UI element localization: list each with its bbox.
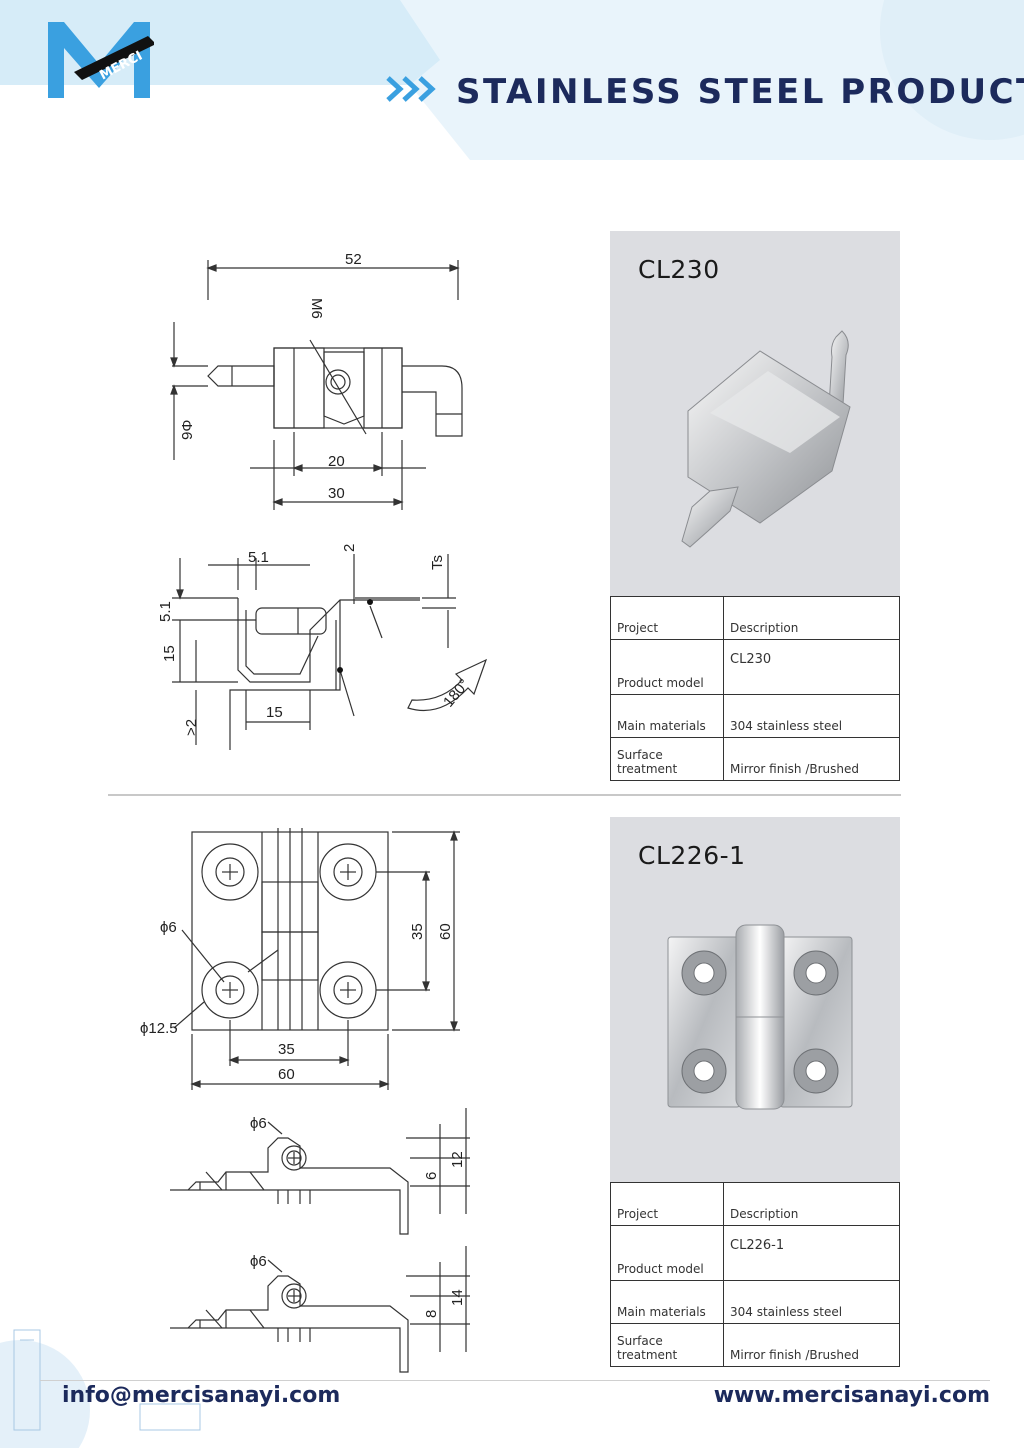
dim-phi6: ϕ6 <box>160 919 177 936</box>
cl226-title: CL226-1 <box>638 841 746 870</box>
spec-surface-value: Mirror finish /Brushed <box>723 1323 900 1367</box>
dim-phi6-side-a: ϕ6 <box>250 1115 267 1132</box>
footer-website-link[interactable]: www.mercisanayi.com <box>713 1383 990 1408</box>
cl226-panel: CL226-1 Project Description Product mode… <box>610 817 900 1367</box>
dim-gt2: >2 <box>183 719 200 736</box>
spec-model-label: Product model <box>610 1225 724 1281</box>
cl226-side-drawing-b: ϕ6 8 14 <box>170 1246 470 1373</box>
spec-surface-label: Surface treatment <box>610 737 724 781</box>
dim-ts: Ts <box>429 555 446 570</box>
cl230-photo <box>681 330 851 548</box>
cl226-photo <box>667 924 853 1110</box>
dim-14: 14 <box>449 1289 466 1306</box>
dim-35-vertical: 35 <box>409 923 426 940</box>
chevrons-icon <box>386 76 436 102</box>
dim-m6: M6 <box>308 298 325 319</box>
spec-materials-label: Main materials <box>610 1280 724 1324</box>
cl226-front-drawing: ϕ6 ϕ12.5 35 60 35 60 <box>140 828 460 1090</box>
dim-15-side: 15 <box>161 645 178 662</box>
dim-60-horizontal: 60 <box>278 1066 295 1083</box>
spec-project-label: Project <box>610 596 724 640</box>
spec-surface-value: Mirror finish /Brushed <box>723 737 900 781</box>
spec-description-label: Description <box>723 596 900 640</box>
cl230-title: CL230 <box>638 255 720 284</box>
dim-phi12-5: ϕ12.5 <box>140 1020 178 1037</box>
dim-5-1-top: 5.1 <box>248 549 269 566</box>
spec-model-value: CL226-1 <box>723 1225 900 1281</box>
dim-60-vertical: 60 <box>437 923 454 940</box>
dim-5-1-side: 5.1 <box>157 601 174 622</box>
dim-6: 6 <box>423 1172 440 1180</box>
cl226-spec-table: Project Description Product model CL226-… <box>610 1182 900 1367</box>
cl230-side-drawing: 5.1 2 Ts 5.1 15 >2 15 180° <box>157 544 488 750</box>
page-title: STAINLESS STEEL PRODUCTS <box>456 72 1024 112</box>
spec-materials-label: Main materials <box>610 694 724 738</box>
spec-model-label: Product model <box>610 639 724 695</box>
cl230-spec-table: Project Description Product model CL230 … <box>610 596 900 781</box>
spec-model-value: CL230 <box>723 639 900 695</box>
spec-materials-value: 304 stainless steel <box>723 1280 900 1324</box>
dim-15-bottom: 15 <box>266 704 283 721</box>
dim-52: 52 <box>345 251 362 268</box>
footer-email-link[interactable]: info@mercisanayi.com <box>62 1383 341 1408</box>
dim-2: 2 <box>341 544 358 552</box>
cl230-panel: CL230 Project Description Product model … <box>610 231 900 781</box>
dim-phi9: 9Φ <box>179 420 196 440</box>
dim-phi6-side-b: ϕ6 <box>250 1253 267 1270</box>
dim-20: 20 <box>328 453 345 470</box>
spec-materials-value: 304 stainless steel <box>723 694 900 738</box>
footer-rule <box>40 1380 990 1381</box>
cl226-side-drawing-a: ϕ6 6 12 <box>170 1108 470 1235</box>
spec-description-label: Description <box>723 1182 900 1226</box>
dim-35-horizontal: 35 <box>278 1041 295 1058</box>
cl230-top-drawing: 52 M6 9Φ 20 30 <box>170 251 463 510</box>
dim-8: 8 <box>423 1310 440 1318</box>
section-divider <box>108 794 901 796</box>
spec-project-label: Project <box>610 1182 724 1226</box>
brand-logo: MERCI <box>48 22 154 98</box>
corner-decoration <box>0 1329 201 1448</box>
dim-30: 30 <box>328 485 345 502</box>
dim-12: 12 <box>449 1151 466 1168</box>
spec-surface-label: Surface treatment <box>610 1323 724 1367</box>
